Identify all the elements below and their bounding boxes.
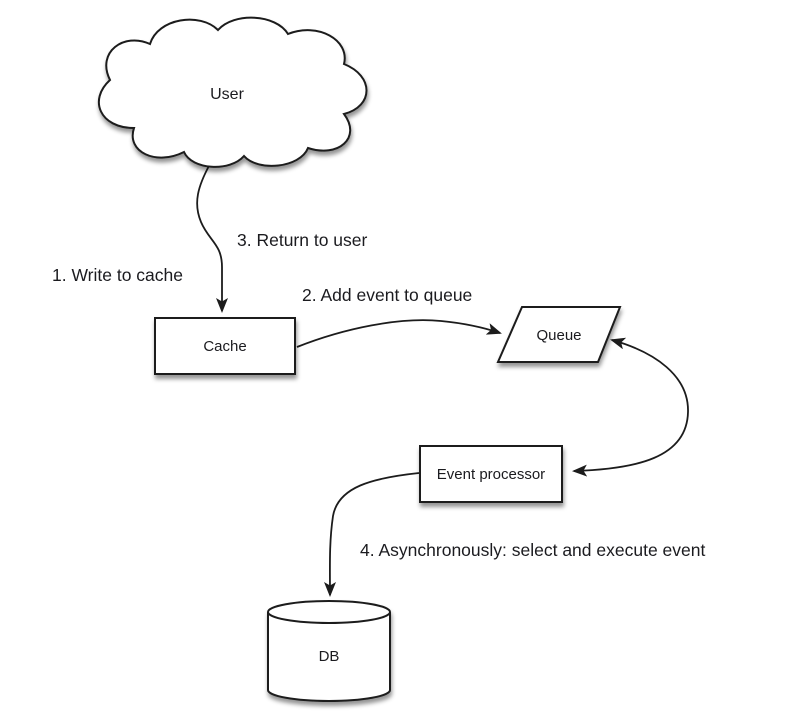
queue-parallelogram bbox=[496, 306, 622, 363]
db-cylinder-body bbox=[267, 600, 391, 702]
queue-label: Queue bbox=[536, 327, 581, 344]
db-label: DB bbox=[319, 648, 340, 665]
edge-label-add-event-to-queue: 2. Add event to queue bbox=[302, 285, 472, 305]
db-cylinder-top-rim bbox=[267, 611, 391, 624]
db-cylinder bbox=[267, 600, 391, 702]
event-processor-box bbox=[419, 445, 563, 503]
edge-cache-to-queue bbox=[296, 319, 502, 348]
edge-queue-event-processor-bidirectional bbox=[572, 337, 689, 477]
event-processor-label: Event processor bbox=[437, 466, 545, 483]
cache-box bbox=[154, 317, 296, 375]
edge-label-return-to-user: 3. Return to user bbox=[237, 230, 368, 250]
cache-label: Cache bbox=[203, 338, 246, 355]
edge-event-processor-to-db bbox=[323, 472, 420, 597]
user-label: User bbox=[210, 86, 244, 103]
edge-label-async-execute: 4. Asynchronously: select and execute ev… bbox=[360, 540, 705, 560]
edge-label-write-to-cache: 1. Write to cache bbox=[52, 265, 183, 285]
edge-user-to-cache bbox=[196, 163, 228, 313]
user-cloud bbox=[98, 16, 368, 168]
